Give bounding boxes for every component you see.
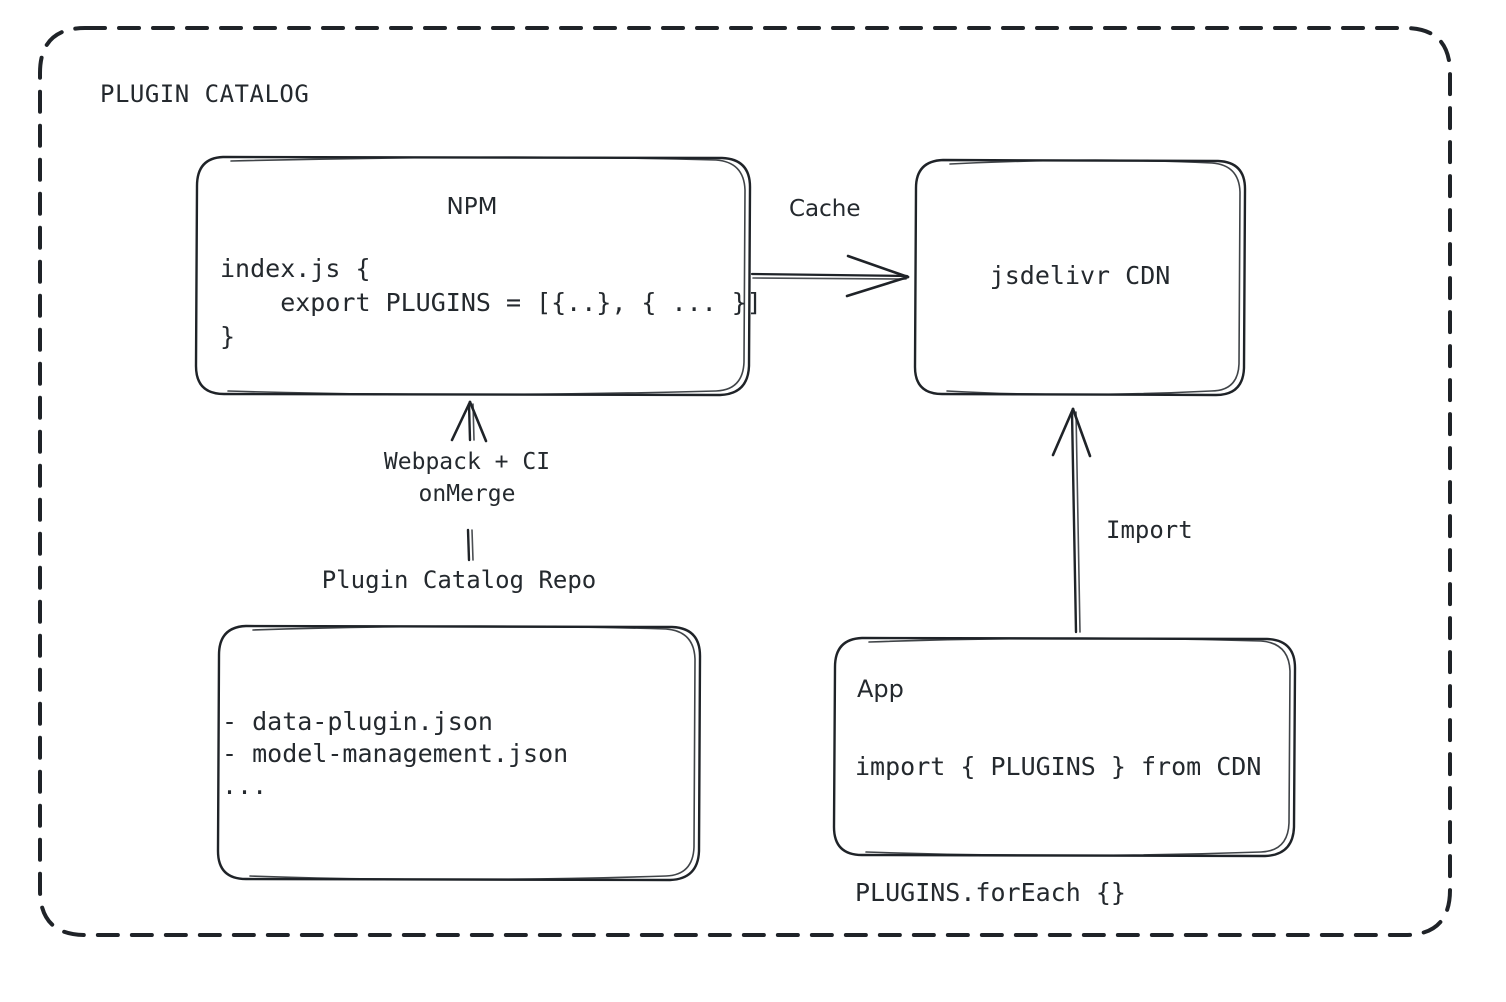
build-edge-label: Webpack + CI onMerge: [383, 449, 551, 507]
npm-node-code: index.js { export PLUGINS = [{..}, { ...…: [220, 254, 762, 351]
app-node-title: App: [857, 675, 904, 703]
import-edge-label: Import: [1106, 516, 1193, 544]
page-title: PLUGIN CATALOG: [100, 80, 310, 108]
app-node-code: import { PLUGINS } from CDN PLUGINS.forE…: [855, 752, 1262, 907]
repo-node-file-list: - data-plugin.json - model-management.js…: [222, 707, 569, 800]
npm-node-title: NPM: [446, 194, 498, 220]
import-arrow: [1051, 407, 1092, 634]
repo-node-caption: Plugin Catalog Repo: [321, 566, 597, 594]
cdn-node-title: jsdelivr CDN: [989, 261, 1171, 290]
cache-edge-label: Cache: [789, 196, 861, 222]
cache-arrow: [750, 254, 910, 298]
